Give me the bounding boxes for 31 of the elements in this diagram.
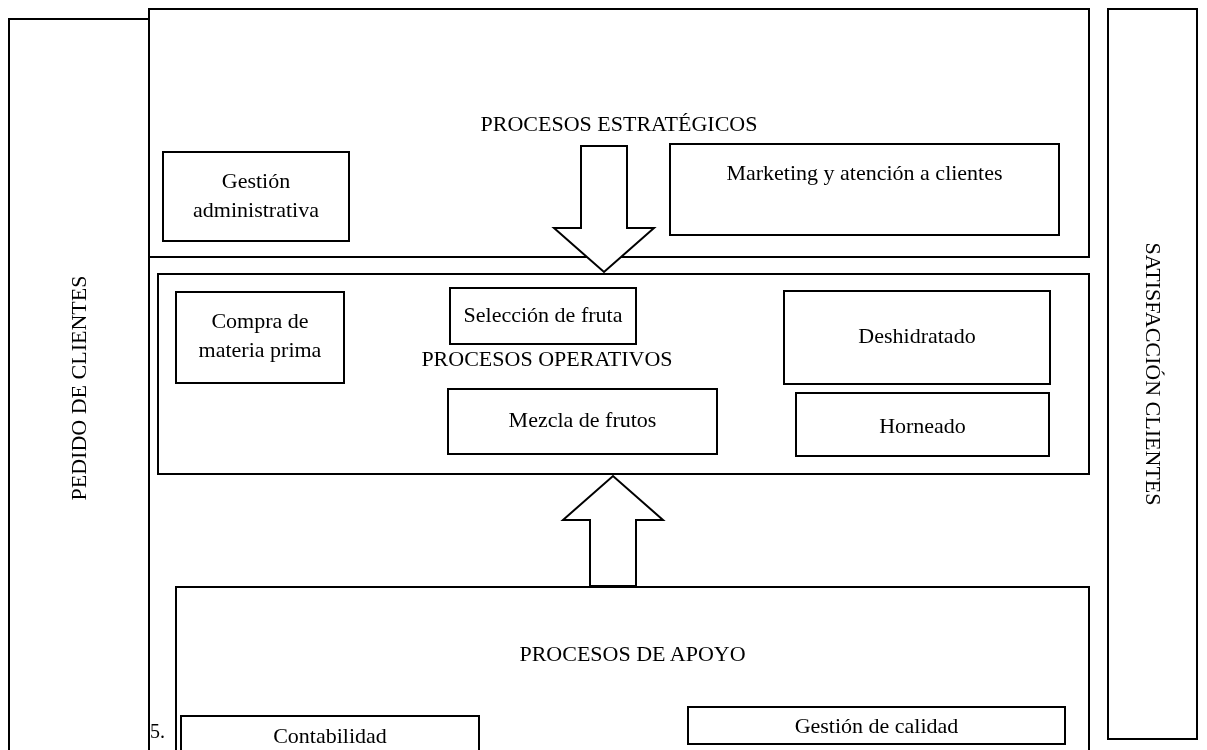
side-band [1107,8,1198,740]
node-label: Selección de fruta [462,301,624,329]
node-label: SATISFACCIÓN CLIENTES [1139,242,1167,506]
process-box [447,388,718,455]
node-label: Gestión de calidad [793,712,960,740]
group-box [175,586,1090,750]
process-box [180,715,480,750]
process-box [449,287,637,345]
node-label: PROCESOS DE APOYO [518,640,747,668]
note-number: 5. [150,720,165,743]
node-label: Marketing y atención a clientes [725,159,1004,187]
node-label: PROCESOS OPERATIVOS [420,345,674,373]
process-box [162,151,350,242]
node-label: PEDIDO DE CLIENTES [64,275,92,501]
node-label: PROCESOS ESTRATÉGICOS [479,110,759,138]
node-label: Mezcla de frutos [507,406,658,434]
process-box [687,706,1066,745]
block-arrow [551,145,657,274]
node-label: Contabilidad [272,722,388,750]
process-box [795,392,1050,457]
node-label: Horneado [878,412,967,440]
node-label: Gestión administrativa [192,167,320,224]
node-label: Deshidratado [857,322,977,350]
group-box [157,273,1090,475]
side-band [8,18,150,750]
block-arrow [560,474,666,587]
node-label: Compra de materia prima [197,307,323,364]
process-box [175,291,345,384]
process-box [783,290,1051,385]
process-box [669,143,1060,236]
group-box [148,8,1090,258]
